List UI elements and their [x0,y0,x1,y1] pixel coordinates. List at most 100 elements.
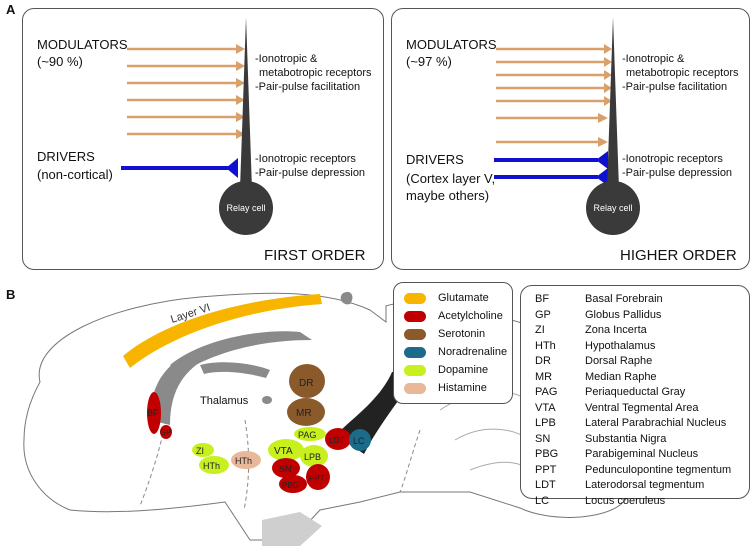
mod-note-3: -Pair-pulse facilitation [622,81,728,93]
abbreviation-name: Laterodorsal tegmentum [585,479,705,491]
commissure [262,396,272,404]
relay-cell-label: Relay cell [593,203,633,213]
relay-dendrite [607,17,619,189]
modulator-arrowhead [604,57,612,67]
legend-swatch [404,292,426,304]
modulator-arrowhead [236,129,245,139]
corpus-callosum [170,331,312,374]
abbreviation-row: LC Locus coeruleus [535,494,749,510]
first-order-diagram [121,17,273,235]
drivers-sub-1: (Cortex layer V, [406,171,496,186]
first-order-panel: MODULATORS (~90 %) DRIVERS (non-cortical… [22,8,384,270]
legend-swatch [404,328,426,340]
mr-label: MR [296,408,312,419]
pineal [340,291,353,305]
hth-histamine-nucleus [231,451,261,469]
abbreviation-code: MR [535,370,553,383]
mr-nucleus [287,398,325,426]
abbreviation-code: PPT [535,463,557,476]
bf-label: BF [147,408,159,418]
sn-label: SN [279,464,292,474]
abbreviation-code: BF [535,293,550,305]
panel-a-letter: A [6,2,16,17]
legend-swatch [404,364,426,376]
ldt-label: LDT [329,436,344,445]
zi-nucleus [192,443,214,457]
abbreviation-code: SN [535,432,551,445]
mod-note-3: -Pair-pulse facilitation [255,81,361,93]
lc-label: LC [353,436,365,446]
dr-label: DR [299,378,313,389]
relay-cell-body [219,181,273,235]
modulator-arrowhead [604,96,612,106]
mod-note-1: -Ionotropic & [255,53,318,65]
modulators-label: MODULATORS [406,37,497,52]
brainstem-lower [262,512,322,546]
abbreviation-code: LPB [535,417,556,429]
drv-note-2: -Pair-pulse depression [255,167,366,179]
abbreviation-name: Periaqueductal Gray [585,386,686,398]
legend-label: Dopamine [438,364,489,376]
abbreviation-code: PBG [535,448,559,460]
modulator-arrowhead [236,95,245,105]
higher-order-label: HIGHER ORDER [620,247,737,264]
modulator-arrowhead [236,78,245,88]
abbreviation-name: Zona Incerta [585,324,647,336]
legend-item: Histamine [404,379,512,397]
ldt-nucleus [325,428,351,450]
vta-nucleus [268,439,304,461]
lpb-label: LPB [304,452,321,462]
legend-swatch [404,382,426,394]
relay-cell-label: Relay cell [226,203,266,213]
modulator-arrowhead [604,70,612,80]
drivers-sub-2: maybe others) [406,188,490,203]
zi-label: ZI [196,446,204,456]
pag-label: PAG [298,430,316,440]
modulator-arrows [127,44,245,139]
ppt-label: PPT [309,474,325,483]
legend-item: Noradrenaline [404,343,512,361]
abbreviation-code: HTh [535,339,556,352]
legend-label: Glutamate [438,292,489,304]
modulators-percent: (~90 %) [37,54,83,69]
abbreviation-code: GP [535,308,551,321]
relay-cell-body [586,181,640,235]
legend-item: Acetylcholine [404,307,512,325]
legend-label: Noradrenaline [438,346,508,358]
abbreviation-code: LC [535,494,550,507]
driver-arrowhead [596,151,608,169]
legend-item: Serotonin [404,325,512,343]
pbg-label: PBG [282,481,299,490]
hth-label-1: HTh [203,461,220,471]
abbreviation-name: Dorsal Raphe [585,355,653,367]
drv-note-1: -Ionotropic receptors [255,153,356,165]
abbreviation-name: Ventral Tegmental Area [585,401,699,414]
abbreviation-code: LDT [535,479,556,491]
legend-swatch [404,310,426,322]
modulators-label: MODULATORS [37,37,128,52]
sn-nucleus [272,458,300,478]
pbg-nucleus [279,475,307,493]
bf-nucleus [147,392,161,434]
modulator-arrows [496,44,612,147]
lc-nucleus [349,429,371,451]
abbreviation-code: ZI [535,324,545,336]
fornix-body [200,362,270,378]
drivers-sub: (non-cortical) [37,167,113,182]
legend-item: Glutamate [404,289,512,307]
abbreviation-name: Median Raphe [585,370,657,383]
hth-label-2: HTh [235,456,252,466]
drv-note-2: -Pair-pulse depression [622,167,733,179]
boundary-line [399,429,421,493]
abbreviation-name: Locus coeruleus [585,494,666,507]
legend-item: Dopamine [404,361,512,379]
modulator-arrowhead [604,83,612,93]
